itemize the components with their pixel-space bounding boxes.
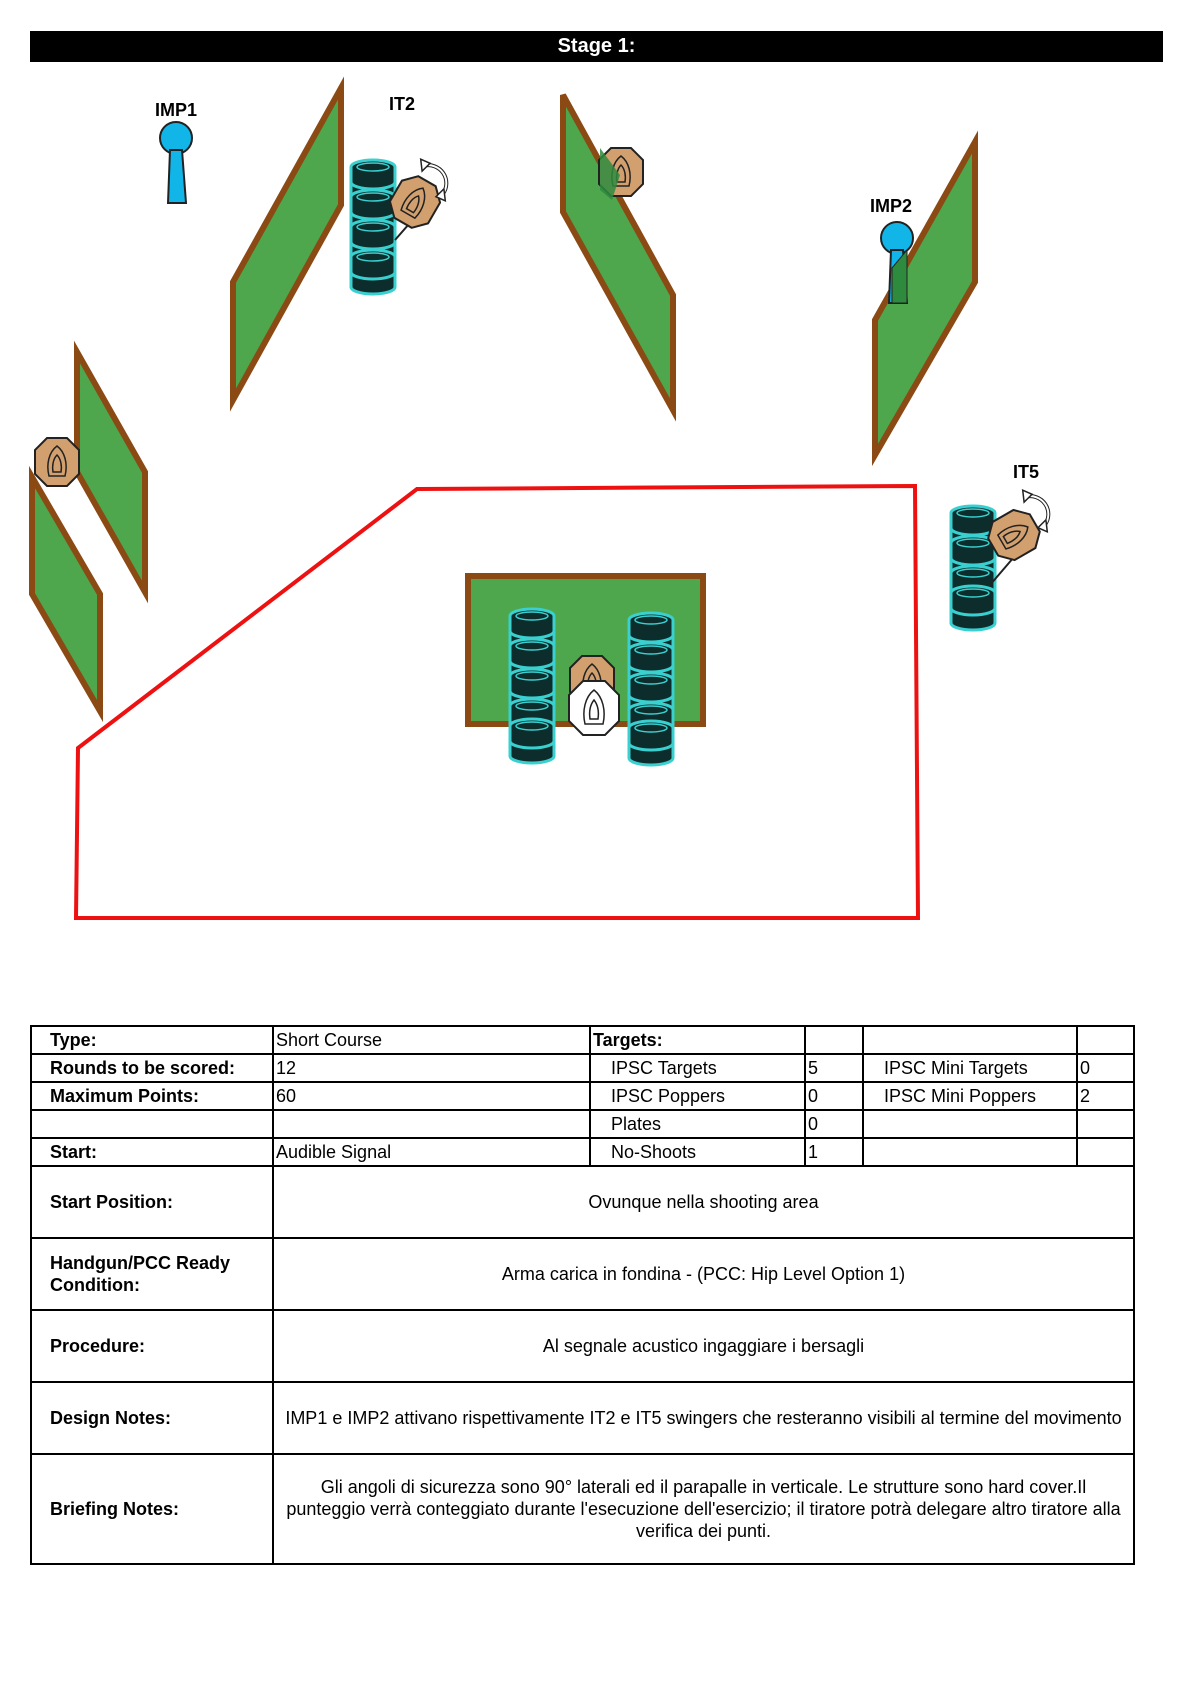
- max-points-value: 60: [272, 1081, 591, 1111]
- wall-center: [560, 93, 676, 422]
- stage-diagram: IMP1 IT2 IMP2 IT5: [29, 76, 1063, 920]
- barrel-icon: [949, 504, 997, 632]
- max-points-label: Maximum Points:: [30, 1081, 274, 1111]
- stage-title: Stage 1:: [30, 31, 1163, 62]
- ipsc-target-icon: [34, 437, 80, 487]
- type-label: Type:: [30, 1025, 274, 1055]
- ipsc-poppers-label: IPSC Poppers: [589, 1081, 806, 1111]
- briefing-notes-value: Gli angoli di sicurezza sono 90° lateral…: [272, 1453, 1135, 1565]
- popper-icon: [159, 121, 193, 204]
- barrel-icon: [627, 611, 675, 767]
- mini-poppers-value: 2: [1076, 1081, 1135, 1111]
- mini-targets-label: IPSC Mini Targets: [862, 1053, 1078, 1083]
- label-it5: IT5: [1013, 462, 1039, 482]
- rounds-label: Rounds to be scored:: [30, 1053, 274, 1083]
- label-imp1: IMP1: [155, 100, 197, 120]
- start-label: Start:: [30, 1137, 274, 1167]
- type-value: Short Course: [272, 1025, 591, 1055]
- start-position-label: Start Position:: [30, 1165, 274, 1239]
- popper-icon: [880, 221, 914, 304]
- stage-info-table: Type: Short Course Targets: Rounds to be…: [30, 1025, 1135, 1565]
- design-notes-label: Design Notes:: [30, 1381, 274, 1455]
- wall-left-outer: [29, 465, 103, 723]
- procedure-value: Al segnale acustico ingaggiare i bersagl…: [272, 1309, 1135, 1383]
- start-value: Audible Signal: [272, 1137, 591, 1167]
- barrel-icon: [349, 158, 397, 296]
- label-it2: IT2: [389, 94, 415, 114]
- label-imp2: IMP2: [870, 196, 912, 216]
- mini-poppers-label: IPSC Mini Poppers: [862, 1081, 1078, 1111]
- plates-value: 0: [804, 1109, 864, 1139]
- barrel-icon: [508, 607, 556, 765]
- wall-it2: [230, 76, 344, 412]
- no-shoots-label: No-Shoots: [589, 1137, 806, 1167]
- wall-left-inner: [74, 340, 148, 604]
- mini-targets-value: 0: [1076, 1053, 1135, 1083]
- wall-imp2: [872, 130, 978, 467]
- ready-condition-value: Arma carica in fondina - (PCC: Hip Level…: [272, 1237, 1135, 1311]
- rounds-value: 12: [272, 1053, 591, 1083]
- start-position-value: Ovunque nella shooting area: [272, 1165, 1135, 1239]
- no-shoot-icon: [568, 680, 620, 736]
- procedure-label: Procedure:: [30, 1309, 274, 1383]
- ipsc-targets-value: 5: [804, 1053, 864, 1083]
- shooting-area-boundary: [73, 483, 921, 920]
- design-notes-value: IMP1 e IMP2 attivano rispettivamente IT2…: [272, 1381, 1135, 1455]
- targets-header: Targets:: [589, 1025, 806, 1055]
- ready-condition-label: Handgun/PCC Ready Condition:: [30, 1237, 274, 1311]
- ipsc-targets-label: IPSC Targets: [589, 1053, 806, 1083]
- briefing-notes-label: Briefing Notes:: [30, 1453, 274, 1565]
- plates-label: Plates: [589, 1109, 806, 1139]
- no-shoots-value: 1: [804, 1137, 864, 1167]
- ipsc-poppers-value: 0: [804, 1081, 864, 1111]
